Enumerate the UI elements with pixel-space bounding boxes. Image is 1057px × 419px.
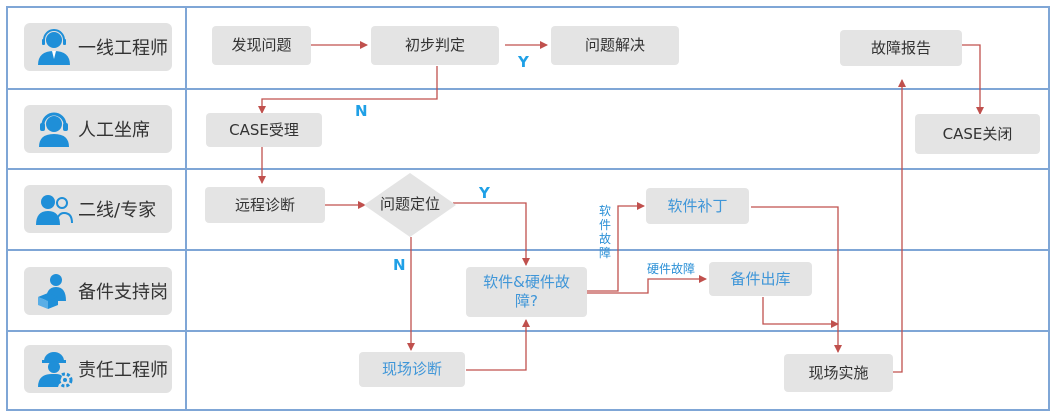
edge-label-yes: Y xyxy=(518,53,529,71)
responsible-engineer-gear-icon xyxy=(38,352,73,388)
grid-line xyxy=(1048,6,1050,411)
role-label: 一线工程师 xyxy=(78,38,168,59)
node-discover-problem: 发现问题 xyxy=(212,26,311,65)
spare-parts-box-icon xyxy=(38,274,66,309)
grid-line xyxy=(6,249,1050,251)
role-label: 人工坐席 xyxy=(78,120,150,141)
decision-diamond xyxy=(364,173,456,237)
grid-line xyxy=(185,6,187,411)
edge-label-yes: Y xyxy=(479,184,490,202)
node-case-accept: CASE受理 xyxy=(206,113,322,147)
node-fault-report: 故障报告 xyxy=(840,30,962,66)
role-agent: 人工坐席 xyxy=(24,105,172,153)
grid-line xyxy=(6,6,8,411)
node-case-close: CASE关闭 xyxy=(915,114,1040,154)
role-first-line-engineer: 一线工程师 xyxy=(24,23,172,71)
node-problem-solved: 问题解决 xyxy=(551,26,679,65)
node-locate-problem: 问题定位 xyxy=(379,194,440,213)
node-onsite-diagnosis: 现场诊断 xyxy=(359,352,465,387)
arrow-onsite-impl-to-fault-report xyxy=(893,79,906,373)
arrow-fault-check-to-software-patch xyxy=(587,202,645,292)
grid-line xyxy=(6,330,1050,332)
node-spare-out: 备件出库 xyxy=(709,262,812,296)
grid-line xyxy=(6,168,1050,170)
engineer-headset-icon xyxy=(38,29,70,65)
edge-label-no: N xyxy=(393,256,406,274)
agent-headset-icon xyxy=(39,112,69,147)
grid-line xyxy=(6,88,1050,90)
arrow-locate-yes-to-fault-check xyxy=(453,202,530,266)
node-remote-diagnosis: 远程诊断 xyxy=(205,187,325,223)
arrow-onsite-diag-to-fault-check xyxy=(466,319,530,371)
node-software-patch: 软件补丁 xyxy=(646,188,749,224)
node-onsite-implementation: 现场实施 xyxy=(784,354,893,392)
arrow-fault-report-to-case-close xyxy=(962,44,984,115)
role-responsible-engineer: 责任工程师 xyxy=(24,345,172,393)
role-label: 二线/专家 xyxy=(78,200,157,221)
arrow-software-patch-to-onsite-impl xyxy=(751,206,842,353)
role-expert: 二线/专家 xyxy=(24,185,172,233)
grid-line xyxy=(6,409,1050,411)
role-spare-parts: 备件支持岗 xyxy=(24,267,172,315)
arrow-spare-out-to-onsite-impl xyxy=(762,297,839,328)
node-initial-judge: 初步判定 xyxy=(371,26,499,65)
node-software-hardware-fault: 软件&硬件故障? xyxy=(466,267,587,317)
edge-label-hardware-fault: 硬件故障 xyxy=(647,262,696,276)
arrow-judge-to-case-accept xyxy=(258,66,438,114)
edge-label-no: N xyxy=(355,102,368,120)
grid-line xyxy=(6,6,1050,8)
role-label: 备件支持岗 xyxy=(78,282,168,303)
edge-label-software-fault: 软件故障 xyxy=(598,204,611,260)
expert-group-icon xyxy=(36,195,73,225)
role-label: 责任工程师 xyxy=(78,360,168,381)
arrow-fault-check-to-spare-out xyxy=(587,275,707,294)
